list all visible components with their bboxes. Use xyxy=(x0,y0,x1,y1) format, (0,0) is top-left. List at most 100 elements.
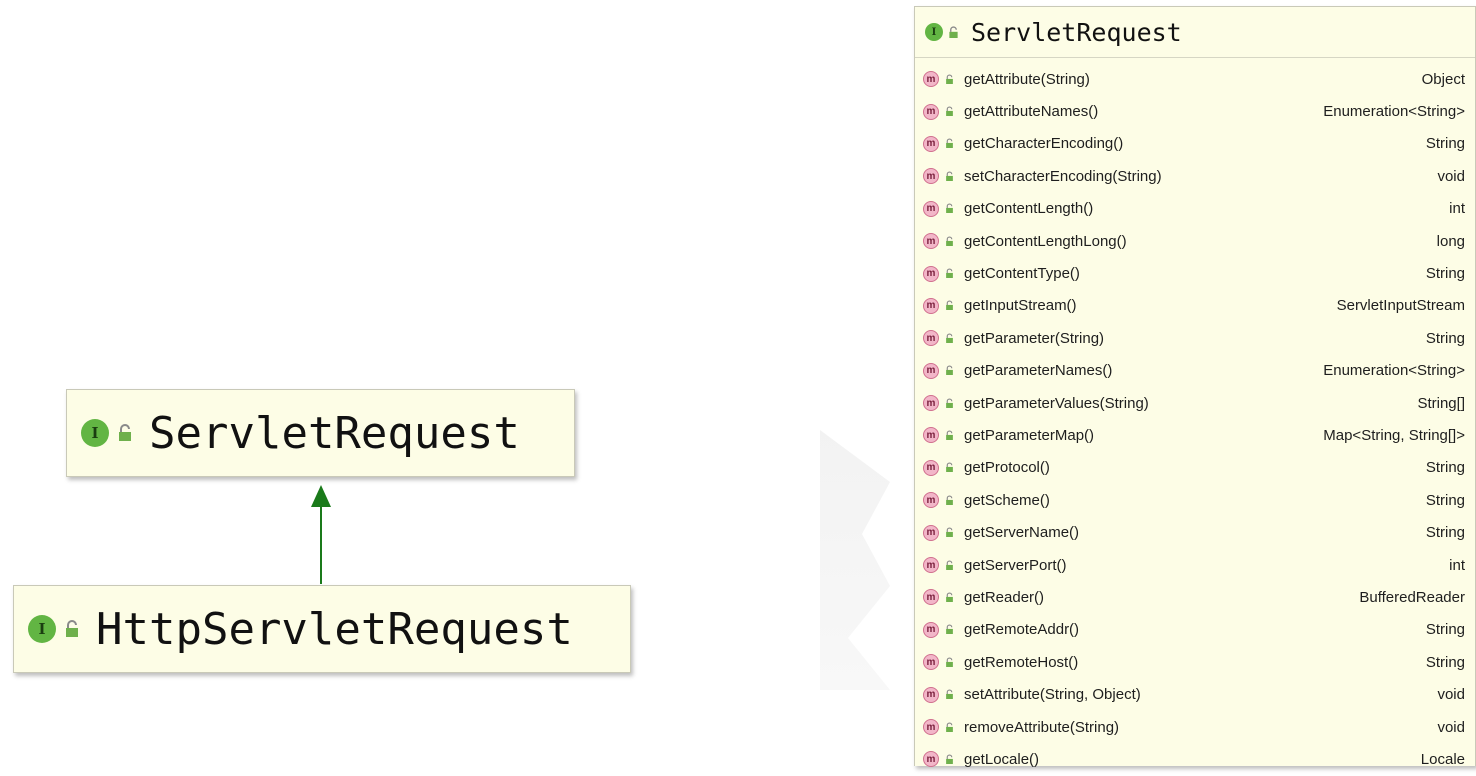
method-signature: getServerName() xyxy=(964,524,1080,542)
method-row[interactable]: m getScheme() String xyxy=(915,484,1475,516)
method-row[interactable]: m getParameterNames() Enumeration<String… xyxy=(915,355,1475,387)
interface-icon: I xyxy=(925,23,943,41)
public-lock-icon xyxy=(946,365,953,376)
method-return-type: ServletInputStream xyxy=(1336,297,1465,315)
method-row[interactable]: m getCharacterEncoding() String xyxy=(915,128,1475,160)
public-lock-icon xyxy=(946,462,953,473)
public-lock-icon xyxy=(119,424,131,441)
method-row[interactable]: m getServerName() String xyxy=(915,516,1475,548)
method-return-type: String xyxy=(1425,265,1465,283)
members-panel-title: ServletRequest xyxy=(971,17,1182,47)
method-icon: m xyxy=(923,265,939,282)
public-lock-icon xyxy=(949,25,958,38)
public-lock-icon xyxy=(946,268,953,279)
method-return-type: String[] xyxy=(1417,394,1465,412)
method-row[interactable]: m getAttribute(String) Object xyxy=(915,63,1475,95)
method-signature: getCharacterEncoding() xyxy=(964,135,1124,153)
method-signature: getInputStream() xyxy=(964,297,1077,315)
method-return-type: String xyxy=(1425,459,1465,477)
method-row[interactable]: m getInputStream() ServletInputStream xyxy=(915,290,1475,322)
method-row[interactable]: m getAttributeNames() Enumeration<String… xyxy=(915,95,1475,127)
public-lock-icon xyxy=(946,560,953,570)
method-signature: getLocale() xyxy=(964,750,1040,768)
method-signature: setAttribute(String, Object) xyxy=(964,686,1141,704)
method-row[interactable]: m getServerPort() int xyxy=(915,549,1475,581)
method-return-type: Enumeration<String> xyxy=(1323,103,1465,121)
method-icon: m xyxy=(923,427,939,444)
method-icon: m xyxy=(923,297,939,314)
method-return-type: String xyxy=(1425,329,1465,347)
public-lock-icon xyxy=(946,689,953,700)
public-lock-icon xyxy=(946,203,953,214)
method-row[interactable]: m removeAttribute(String) void xyxy=(915,711,1475,743)
members-panel-header: I ServletRequest xyxy=(915,7,1475,58)
node-header: I HttpServletRequest xyxy=(14,586,630,672)
method-list: m getAttribute(String) Object m getAttri… xyxy=(915,58,1475,776)
method-row[interactable]: m getRemoteHost() String xyxy=(915,646,1475,678)
method-row[interactable]: m getReader() BufferedReader xyxy=(915,581,1475,613)
method-row[interactable]: m getParameterValues(String) String[] xyxy=(915,387,1475,419)
method-row[interactable]: m getLocale() Locale xyxy=(915,743,1475,775)
method-row[interactable]: m getContentLength() int xyxy=(915,193,1475,225)
method-return-type: void xyxy=(1437,718,1465,736)
public-lock-icon xyxy=(946,754,953,764)
method-icon: m xyxy=(923,200,939,217)
method-row[interactable]: m setAttribute(String, Object) void xyxy=(915,678,1475,710)
method-return-type: Object xyxy=(1421,70,1465,88)
public-lock-icon xyxy=(946,721,953,732)
public-lock-icon xyxy=(946,624,953,635)
method-signature: getContentLength() xyxy=(964,200,1094,218)
method-return-type: String xyxy=(1425,621,1465,639)
method-signature: removeAttribute(String) xyxy=(964,718,1120,736)
inheritance-arrow xyxy=(311,485,331,584)
node-http-servlet-request[interactable]: I HttpServletRequest xyxy=(13,585,631,673)
method-signature: getAttribute(String) xyxy=(964,70,1090,88)
method-icon: m xyxy=(923,459,939,476)
method-return-type: String xyxy=(1425,135,1465,153)
method-return-type: Locale xyxy=(1420,750,1465,768)
method-icon: m xyxy=(923,686,939,703)
method-signature: getParameterNames() xyxy=(964,362,1113,380)
public-lock-icon xyxy=(946,300,953,311)
method-row[interactable]: m getContentLengthLong() long xyxy=(915,225,1475,257)
method-icon: m xyxy=(923,168,939,185)
method-icon: m xyxy=(923,233,939,250)
method-return-type: String xyxy=(1425,653,1465,671)
method-return-type: int xyxy=(1449,200,1465,218)
node-header: I ServletRequest xyxy=(67,390,574,476)
method-icon: m xyxy=(923,492,939,509)
method-icon: m xyxy=(923,395,939,412)
arrow-head xyxy=(311,485,331,507)
public-lock-icon xyxy=(946,592,953,602)
method-icon: m xyxy=(923,557,939,574)
method-icon: m xyxy=(923,71,939,88)
public-lock-icon xyxy=(946,171,953,181)
method-signature: getScheme() xyxy=(964,491,1050,509)
public-lock-icon xyxy=(946,106,953,117)
method-icon: m xyxy=(923,135,939,152)
method-row[interactable]: m setCharacterEncoding(String) void xyxy=(915,160,1475,192)
method-signature: getReader() xyxy=(964,588,1045,606)
public-lock-icon xyxy=(946,74,953,84)
method-signature: getRemoteHost() xyxy=(964,653,1079,671)
method-icon: m xyxy=(923,362,939,379)
node-title: HttpServletRequest xyxy=(96,603,573,655)
method-signature: getRemoteAddr() xyxy=(964,621,1080,639)
method-icon: m xyxy=(923,589,939,606)
method-signature: getAttributeNames() xyxy=(964,103,1099,121)
method-return-type: String xyxy=(1425,524,1465,542)
public-lock-icon xyxy=(946,657,953,667)
method-row[interactable]: m getParameterMap() Map<String, String[]… xyxy=(915,419,1475,451)
method-icon: m xyxy=(923,751,939,768)
method-row[interactable]: m getProtocol() String xyxy=(915,452,1475,484)
method-row[interactable]: m getParameter(String) String xyxy=(915,322,1475,354)
method-return-type: BufferedReader xyxy=(1359,588,1465,606)
method-row[interactable]: m getRemoteAddr() String xyxy=(915,614,1475,646)
public-lock-icon xyxy=(946,430,953,440)
public-lock-icon xyxy=(946,138,953,149)
method-signature: getServerPort() xyxy=(964,556,1067,574)
interface-icon: I xyxy=(81,419,109,447)
method-icon: m xyxy=(923,330,939,347)
method-row[interactable]: m getContentType() String xyxy=(915,257,1475,289)
node-servlet-request[interactable]: I ServletRequest xyxy=(66,389,575,477)
